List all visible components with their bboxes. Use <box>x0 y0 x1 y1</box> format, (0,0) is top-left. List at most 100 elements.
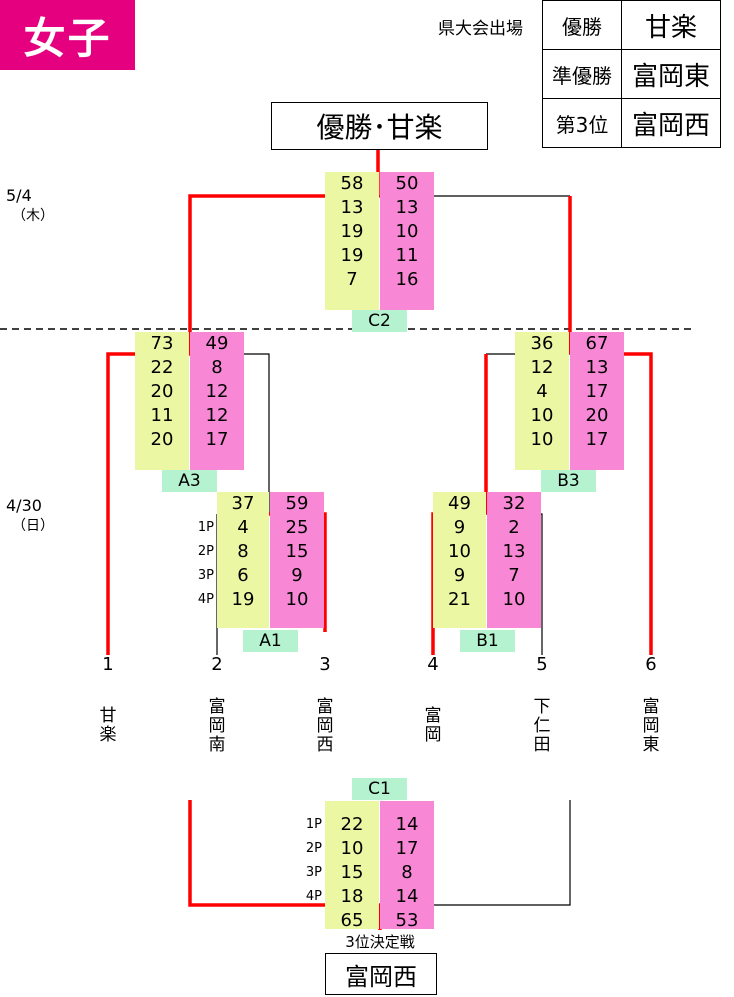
period-score: 12 <box>205 405 229 426</box>
prelim-dow: （日） <box>12 518 54 534</box>
game-b1-label: B1 <box>460 630 515 652</box>
results-team: 甘楽 <box>621 0 721 50</box>
team-number: 4 <box>427 654 439 675</box>
total-score: 65 <box>340 910 364 931</box>
period-score: 10 <box>285 589 309 610</box>
game-a3-right-scores: 49 8 12 12 17 <box>190 332 244 470</box>
period-score: 11 <box>395 245 419 266</box>
total-score: 67 <box>585 333 609 354</box>
period-score: 16 <box>395 269 419 290</box>
game-a1-label: A1 <box>243 630 298 652</box>
game-a3-label: A3 <box>162 470 217 492</box>
period-score: 13 <box>395 197 419 218</box>
period-score: 20 <box>585 405 609 426</box>
results-row: 準優勝 富岡東 <box>542 49 721 99</box>
period-score: 17 <box>205 429 229 450</box>
period-score: 15 <box>285 541 309 562</box>
period-score: 7 <box>508 565 520 586</box>
champion-banner: 優勝･甘楽 <box>271 102 488 150</box>
period-score: 13 <box>502 541 526 562</box>
game-c1-period-labels: 1P 2P 3P 4P <box>296 813 322 909</box>
team-name-char: 富 <box>424 706 442 726</box>
period-score: 8 <box>237 541 249 562</box>
results-rank: 準優勝 <box>542 49 622 99</box>
period-score: 14 <box>395 886 419 907</box>
team-name-char: 岡 <box>316 716 334 736</box>
total-score: 32 <box>502 493 526 514</box>
period-score: 10 <box>530 429 554 450</box>
total-score: 53 <box>395 910 419 931</box>
results-rank: 優勝 <box>542 0 622 50</box>
period-label: 3P <box>305 865 322 880</box>
game-a3-left-scores: 73 22 20 11 20 <box>135 332 189 470</box>
team-name-char: 富 <box>208 697 226 717</box>
period-score: 17 <box>585 429 609 450</box>
total-score: 59 <box>285 493 309 514</box>
team-number: 6 <box>645 654 657 675</box>
period-score: 13 <box>585 357 609 378</box>
team-name-3: 富 岡 西 <box>313 698 337 755</box>
team-name-char: 岡 <box>424 725 442 745</box>
period-score: 12 <box>530 357 554 378</box>
final-dow: （木） <box>12 208 54 224</box>
team-number: 2 <box>211 654 223 675</box>
period-score: 10 <box>530 405 554 426</box>
period-label: 4P <box>305 889 322 904</box>
results-label: 県大会出場 <box>438 19 523 39</box>
team-number: 5 <box>536 654 548 675</box>
period-score: 12 <box>205 381 229 402</box>
team-name-char: 下 <box>533 697 551 717</box>
period-label: 4P <box>197 592 214 607</box>
game-c1-left-scores: 22 10 15 18 65 <box>325 801 379 931</box>
period-score: 25 <box>285 517 309 538</box>
path-c1-right <box>380 800 571 906</box>
period-score: 20 <box>150 429 174 450</box>
period-label: 1P <box>305 817 322 832</box>
team-name-char: 東 <box>642 735 660 755</box>
total-score: 50 <box>395 173 419 194</box>
team-name-5: 下 仁 田 <box>530 698 554 755</box>
period-label: 2P <box>197 544 214 559</box>
results-table: 優勝 甘楽 準優勝 富岡東 第3位 富岡西 <box>542 0 721 148</box>
results-rank: 第3位 <box>542 98 622 148</box>
period-score: 20 <box>150 381 174 402</box>
team-name-char: 西 <box>316 735 334 755</box>
results-row: 第3位 富岡西 <box>542 98 721 148</box>
final-date: 5/4 （木） <box>6 186 54 226</box>
period-score: 8 <box>401 862 413 883</box>
period-score: 18 <box>340 886 364 907</box>
period-score: 22 <box>340 814 364 835</box>
game-b3-left-scores: 36 12 4 10 10 <box>515 332 569 470</box>
team-number: 1 <box>102 654 114 675</box>
team-name-char: 甘 <box>99 706 117 726</box>
period-score: 19 <box>340 221 364 242</box>
period-score: 9 <box>291 565 303 586</box>
period-score: 9 <box>453 565 466 586</box>
total-score: 36 <box>530 333 554 354</box>
third-place-winner: 富岡西 <box>325 953 437 995</box>
period-score: 17 <box>395 838 419 859</box>
total-score: 73 <box>150 333 174 354</box>
team-name-2: 富 岡 南 <box>205 698 229 755</box>
period-score: 9 <box>453 517 466 538</box>
team-number: 3 <box>319 654 331 675</box>
period-score: 2 <box>508 517 520 538</box>
period-score: 15 <box>340 862 364 883</box>
period-score: 17 <box>585 381 609 402</box>
period-score: 13 <box>340 197 364 218</box>
period-label: 2P <box>305 841 322 856</box>
period-score: 19 <box>340 245 364 266</box>
prelim-date: 4/30 （日） <box>6 496 54 536</box>
results-team: 富岡西 <box>621 98 721 148</box>
team-name-char: 南 <box>208 735 226 755</box>
period-score: 14 <box>395 814 419 835</box>
category-badge: 女子 <box>0 0 135 70</box>
period-score: 10 <box>448 541 471 562</box>
team-name-char: 富 <box>316 697 334 717</box>
game-c1-right-scores: 14 17 8 14 53 <box>380 801 434 931</box>
period-score: 8 <box>211 357 223 378</box>
period-score: 4 <box>237 517 249 538</box>
game-b3-label: B3 <box>541 470 596 492</box>
total-score: 58 <box>340 173 364 194</box>
period-score: 10 <box>395 221 419 242</box>
